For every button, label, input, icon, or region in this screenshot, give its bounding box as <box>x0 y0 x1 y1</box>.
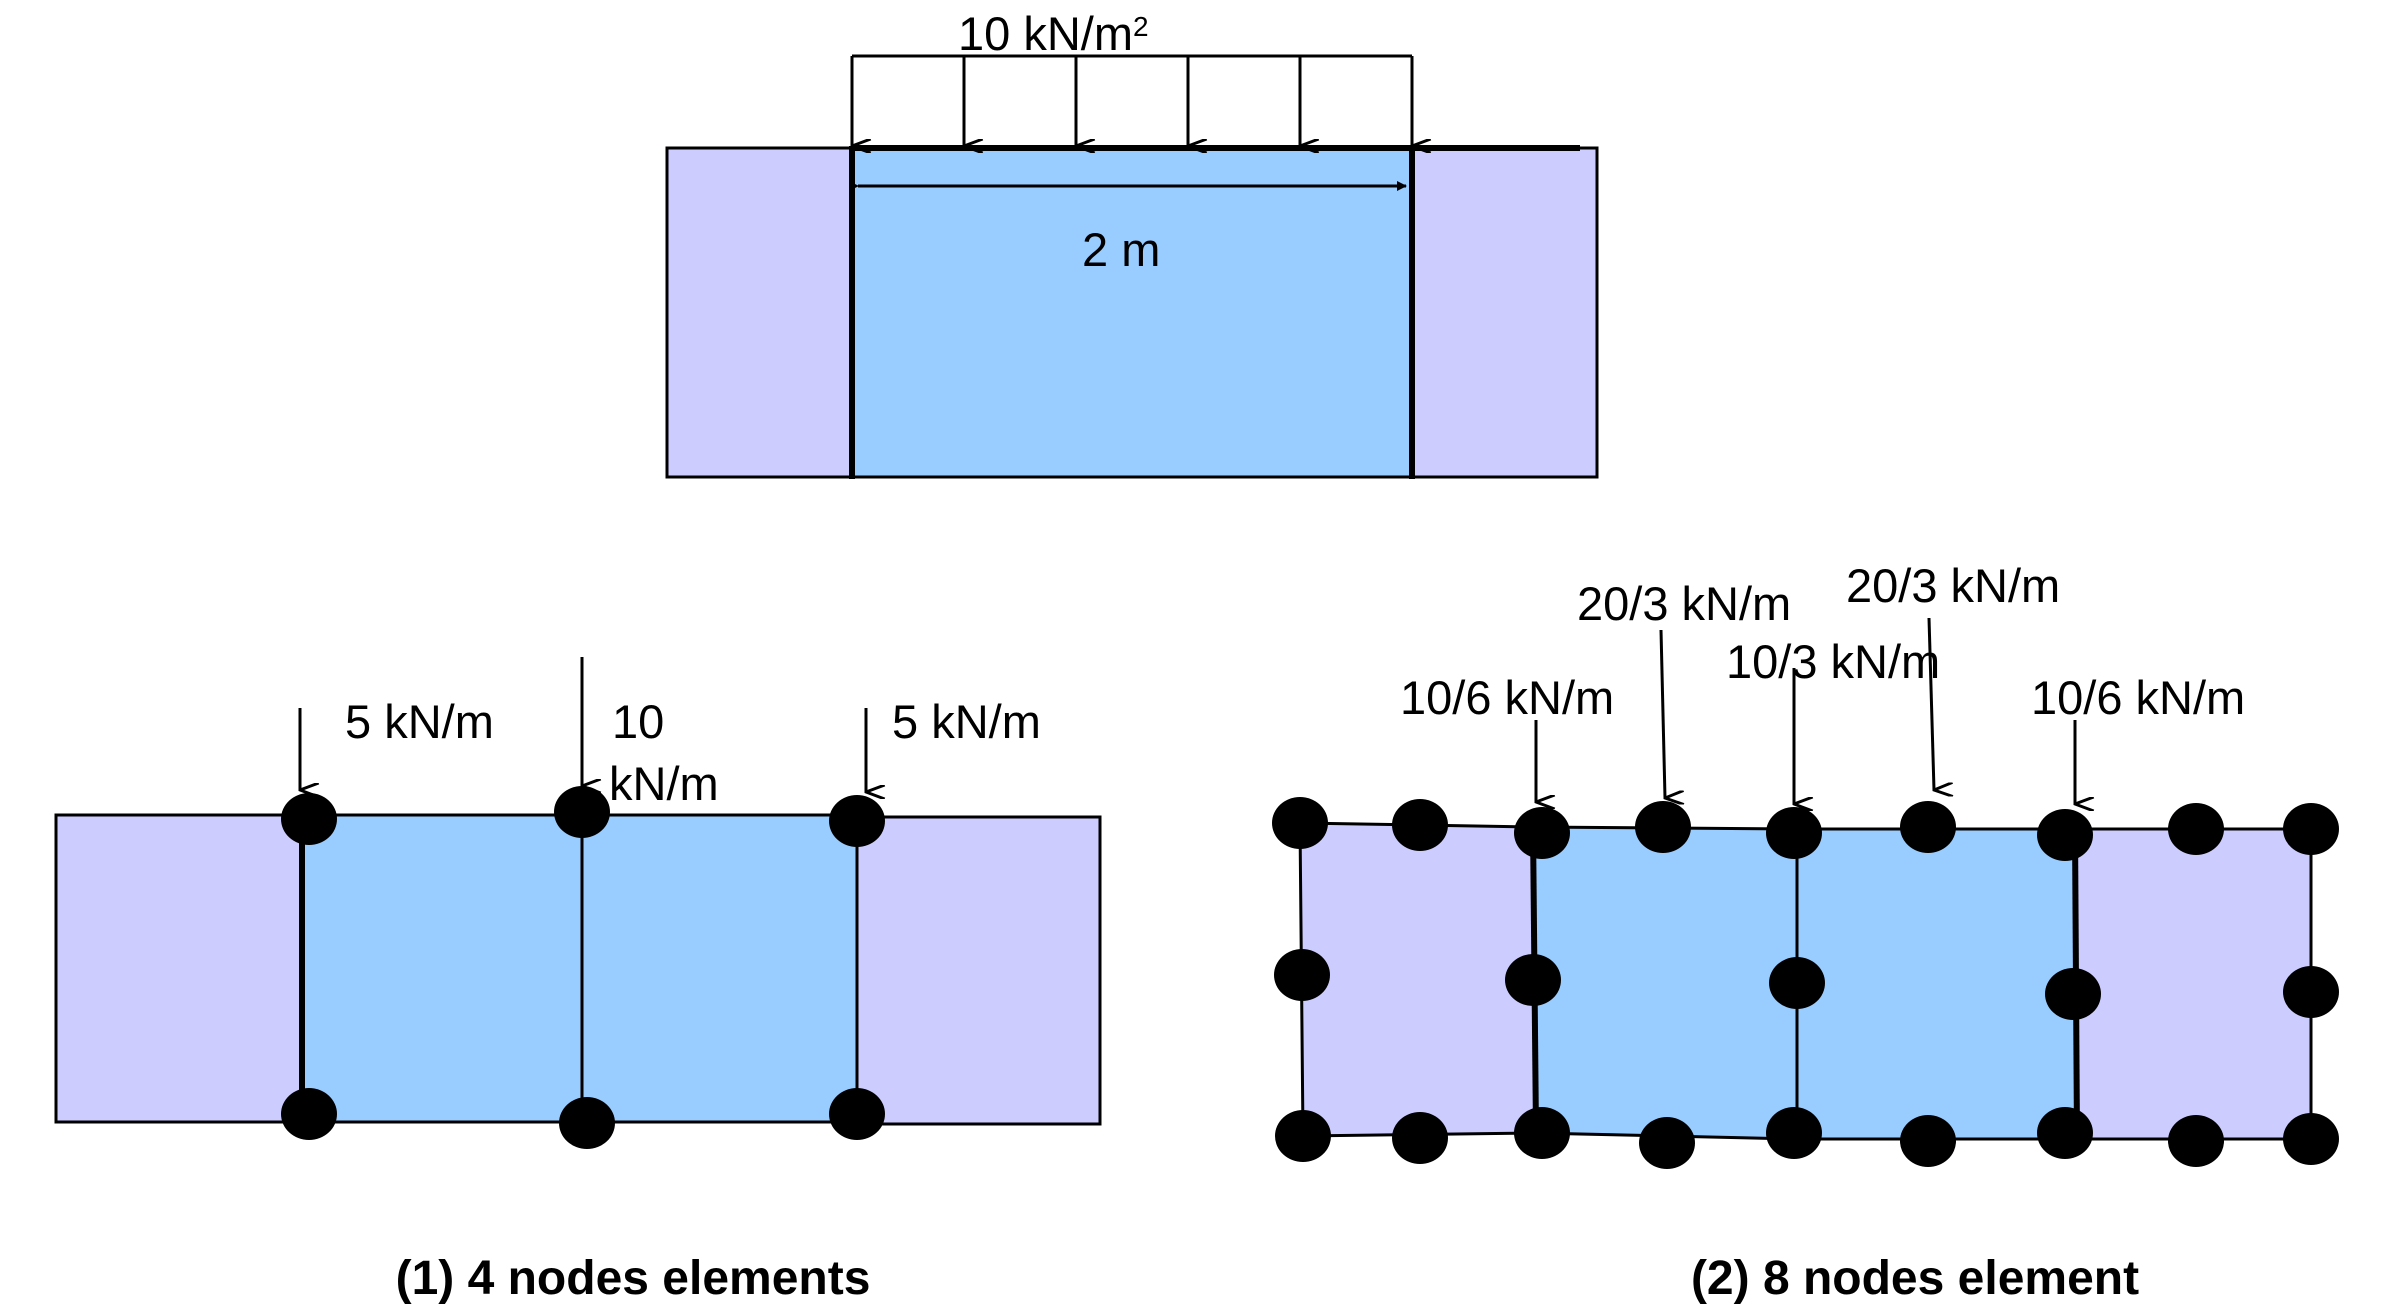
node <box>2283 803 2339 855</box>
fn-element-2 <box>580 813 859 1124</box>
four-node-diagram: 5 kN/m 10 kN/m 5 kN/m (1) 4 nodes elemen… <box>54 657 1102 1305</box>
node <box>1769 957 1825 1009</box>
fn-left-soil <box>54 813 304 1124</box>
en-nodes <box>1272 797 2339 1169</box>
node <box>2037 1107 2093 1159</box>
node <box>554 786 610 838</box>
top-loaded-region <box>850 146 1414 479</box>
en-load-arrow-2 <box>1659 629 1665 798</box>
node <box>1514 807 1570 859</box>
en-load-label-1: 10/6 kN/m <box>1400 671 1614 724</box>
fn-caption: (1) 4 nodes elements <box>396 1252 871 1305</box>
node <box>559 1097 615 1149</box>
top-right-soil <box>1410 146 1599 479</box>
node <box>2037 809 2093 861</box>
fn-center-load-label-2: kN/m <box>609 757 719 810</box>
fn-element-1 <box>300 813 584 1124</box>
en-element-2 <box>1795 827 2079 1141</box>
width-label: 2 m <box>1082 223 1160 276</box>
node <box>1639 1117 1695 1169</box>
node <box>1766 1107 1822 1159</box>
en-load-arrow-4 <box>1927 617 1934 790</box>
load-arrows <box>852 56 1412 146</box>
fn-right-load-label: 5 kN/m <box>892 695 1041 748</box>
node <box>1635 801 1691 853</box>
node <box>1274 949 1330 1001</box>
en-load-label-3: 10/3 kN/m <box>1726 635 1940 688</box>
node <box>2045 968 2101 1020</box>
node <box>1392 1112 1448 1164</box>
en-element-1 <box>1531 825 1799 1141</box>
fn-nodes <box>281 786 885 1149</box>
fn-right-soil <box>855 815 1102 1126</box>
node <box>2283 966 2339 1018</box>
node <box>1505 954 1561 1006</box>
node <box>1900 1115 1956 1167</box>
en-load-label-4: 20/3 kN/m <box>1846 559 2060 612</box>
node <box>1275 1110 1331 1162</box>
node <box>2168 1115 2224 1167</box>
fn-center-load-label-1: 10 <box>612 695 664 748</box>
node <box>1392 799 1448 851</box>
en-left-soil <box>1298 821 1538 1138</box>
node <box>2283 1113 2339 1165</box>
node <box>1766 807 1822 859</box>
node <box>1900 801 1956 853</box>
node <box>1514 1107 1570 1159</box>
node <box>281 793 337 845</box>
top-load-label: 10 kN/m2 <box>958 7 1149 60</box>
eight-node-diagram: 10/6 kN/m 20/3 kN/m 10/3 kN/m 20/3 kN/m … <box>1272 559 2339 1305</box>
node <box>829 1088 885 1140</box>
fn-left-load-label: 5 kN/m <box>345 695 494 748</box>
en-load-label-2: 20/3 kN/m <box>1577 577 1791 630</box>
node <box>1272 797 1328 849</box>
node <box>2168 803 2224 855</box>
top-diagram: 10 kN/m2 2 m <box>665 7 1599 479</box>
node <box>281 1088 337 1140</box>
en-load-label-5: 10/6 kN/m <box>2031 671 2245 724</box>
en-caption: (2) 8 nodes element <box>1691 1252 2139 1305</box>
top-left-soil <box>665 146 854 479</box>
node <box>829 795 885 847</box>
